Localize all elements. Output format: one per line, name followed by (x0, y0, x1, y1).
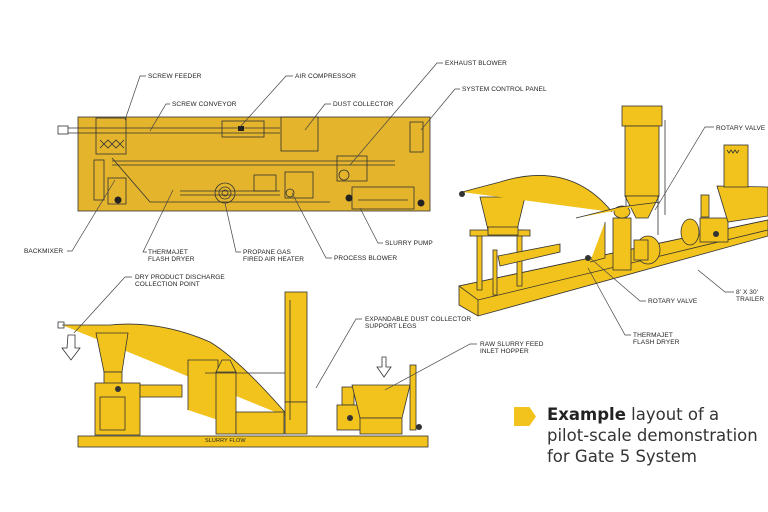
iso-flash-dryer (612, 217, 632, 271)
label-trailer-2: TRAILER (736, 296, 764, 303)
label-thermajet-1: THERMAJET (148, 249, 188, 256)
label-heater-1: PROPANE GAS (243, 249, 292, 256)
label-screw-conveyor: SCREW CONVEYOR (172, 101, 237, 108)
plan-screw-feeder-motor (57, 125, 69, 135)
label-hopper-1: RAW SLURRY FEED (480, 341, 544, 348)
label-slurry-pump: SLURRY PUMP (385, 240, 433, 247)
caption-line2: pilot-scale demonstration (547, 426, 758, 445)
label-screw-feeder: SCREW FEEDER (148, 73, 202, 80)
plan-skid (77, 116, 431, 212)
label-rotary-valve-bottom: ROTARY VALVE (648, 298, 698, 305)
iso-dust-collector-top (621, 105, 663, 127)
plan-view: SCREW FEEDER SCREW CONVEYOR AIR COMPRESS… (24, 60, 547, 263)
label-trailer-1: 8' X 30' (736, 289, 758, 296)
side-flash-dryer (215, 371, 237, 435)
label-hopper-2: INLET HOPPER (480, 348, 529, 355)
iso-slurry-hopper (716, 185, 768, 223)
label-dust-collector: DUST COLLECTOR (333, 101, 394, 108)
label-discharge-1: DRY PRODUCT DISCHARGE (135, 274, 225, 281)
label-discharge-2: COLLECTION POINT (135, 281, 200, 288)
label-iso-thermajet-1: THERMAJET (633, 332, 673, 339)
label-legs-2: SUPPORT LEGS (365, 323, 417, 330)
caption-bullet-icon (514, 407, 536, 426)
plan-air-compressor (221, 120, 265, 138)
label-exhaust-blower: EXHAUST BLOWER (445, 60, 507, 67)
plan-process-blower (284, 171, 314, 199)
side-slurry-hopper (351, 384, 411, 419)
label-system-control-panel: SYSTEM CONTROL PANEL (462, 86, 547, 93)
label-slurry-flow: SLURRY FLOW (205, 438, 246, 444)
label-thermajet-2: FLASH DRYER (148, 256, 195, 263)
caption-line1: layout of a (625, 405, 720, 424)
feed-arrow-icon (376, 356, 392, 378)
label-legs-1: EXPANDABLE DUST COLLECTOR (365, 316, 471, 323)
iso-dust-collector (624, 125, 660, 197)
label-air-compressor: AIR COMPRESSOR (295, 73, 356, 80)
side-dust-collector (284, 291, 308, 403)
plan-dust-collector (280, 116, 319, 152)
side-skid (77, 435, 429, 448)
iso-feed-hopper (479, 196, 526, 231)
plan-exhaust-blower (336, 155, 368, 182)
label-process-blower: PROCESS BLOWER (334, 255, 397, 262)
caption-bold: Example (547, 405, 626, 424)
plan-backmixer (93, 159, 105, 201)
caption-line3: for Gate 5 System (547, 447, 697, 466)
label-iso-thermajet-2: FLASH DRYER (633, 339, 680, 346)
side-air-heater (235, 411, 285, 435)
label-backmixer: BACKMIXER (24, 248, 63, 255)
caption: Example layout of a pilot-scale demonstr… (547, 404, 758, 467)
label-heater-2: FIRED AIR HEATER (243, 256, 304, 263)
plan-control-panel (409, 121, 424, 153)
side-view: DRY PRODUCT DISCHARGE COLLECTION POINT E… (57, 274, 544, 448)
discharge-arrow-icon (61, 334, 81, 361)
side-product-hopper (95, 332, 129, 373)
plan-screw-feeder (95, 117, 127, 155)
isometric-view: ROTARY VALVE ROTARY VALVE 8' X 30' TRAIL… (458, 105, 768, 346)
label-rotary-valve-top: ROTARY VALVE (716, 125, 766, 132)
